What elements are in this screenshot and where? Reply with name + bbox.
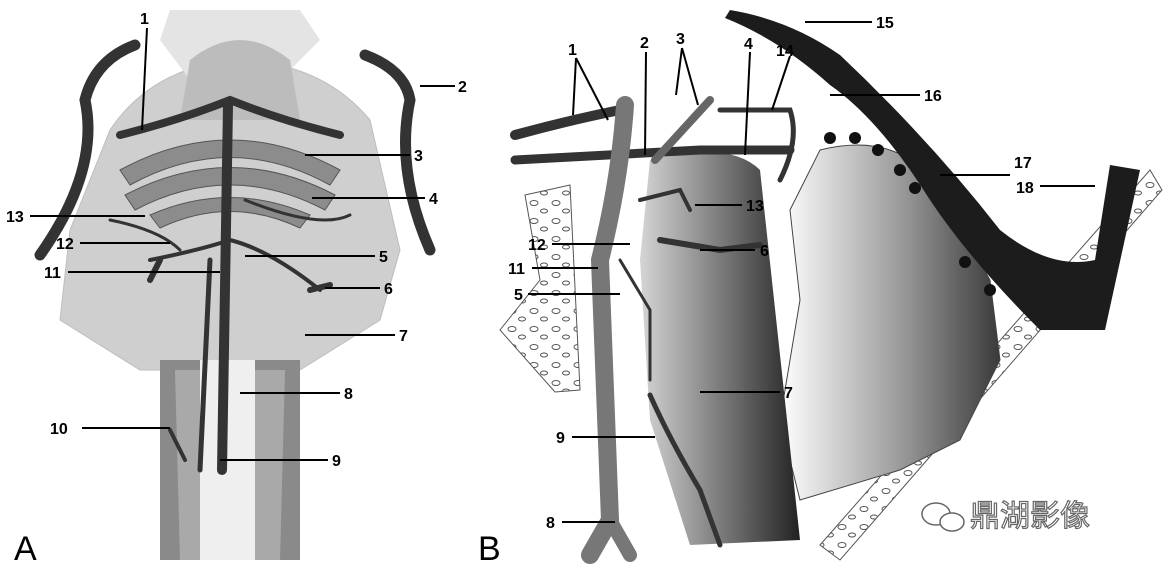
label-a-5: 5 <box>379 249 388 266</box>
label-a-3: 3 <box>414 148 423 165</box>
label-a-10: 10 <box>50 421 68 438</box>
brainstem-b <box>640 152 800 545</box>
panel-letter-a: A <box>14 530 37 568</box>
panel-a: 1 2 3 4 5 6 7 8 9 10 11 12 13 A <box>6 10 467 568</box>
wechat-icon <box>921 502 965 532</box>
label-b-3: 3 <box>676 31 685 48</box>
label-b-8: 8 <box>546 515 555 532</box>
watermark-text: 鼎湖影像 <box>970 499 1090 534</box>
labels-b: 1 2 3 4 14 15 16 17 18 13 12 11 6 5 7 9 … <box>508 15 1034 532</box>
clivus-bone-b <box>499 184 581 393</box>
label-b-12: 12 <box>528 237 546 254</box>
label-b-7: 7 <box>784 385 793 402</box>
label-a-6: 6 <box>384 281 393 298</box>
watermark: 鼎湖影像 <box>921 498 1091 535</box>
label-b-1: 1 <box>568 42 577 59</box>
label-b-5: 5 <box>514 287 523 304</box>
label-a-8: 8 <box>344 386 353 403</box>
label-a-9: 9 <box>332 453 341 470</box>
label-a-11: 11 <box>44 265 61 282</box>
label-b-9: 9 <box>556 430 565 447</box>
label-b-2: 2 <box>640 35 649 52</box>
label-b-14: 14 <box>776 43 794 60</box>
label-a-13: 13 <box>6 209 24 226</box>
label-b-17: 17 <box>1014 155 1032 172</box>
label-a-7: 7 <box>399 328 408 345</box>
label-b-13: 13 <box>746 198 764 215</box>
panel-b: 1 2 3 4 14 15 16 17 18 13 12 11 6 5 7 9 … <box>478 10 1163 568</box>
label-b-18: 18 <box>1016 180 1034 197</box>
label-a-12: 12 <box>56 236 74 253</box>
label-a-2: 2 <box>458 79 467 96</box>
label-b-11: 11 <box>508 261 525 278</box>
label-b-6: 6 <box>760 243 769 260</box>
label-b-4: 4 <box>744 36 753 53</box>
panel-letter-b: B <box>478 530 501 568</box>
label-a-1: 1 <box>140 11 149 28</box>
label-b-16: 16 <box>924 88 942 105</box>
label-a-4: 4 <box>429 191 438 208</box>
labels-a: 1 2 3 4 5 6 7 8 9 10 11 12 13 <box>6 11 467 470</box>
label-b-15: 15 <box>876 15 894 32</box>
